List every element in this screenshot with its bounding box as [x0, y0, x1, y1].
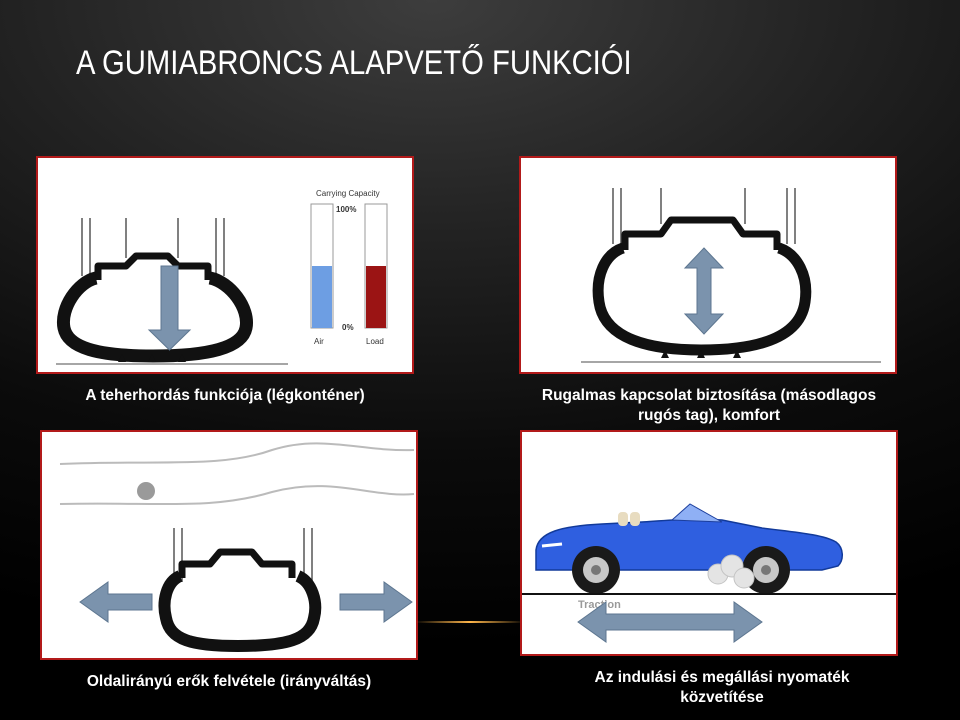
- air-bar-fill: [312, 266, 332, 328]
- caption-traction-line1: Az indulási és megállási nyomaték: [594, 669, 850, 686]
- driver-head: [618, 512, 628, 526]
- caption-spring-line1: Rugalmas kapcsolat biztosítása (másodlag…: [541, 387, 877, 404]
- caption-traction: Az indulási és megállási nyomaték közvet…: [520, 668, 924, 708]
- caption-spring-comfort: Rugalmas kapcsolat biztosítása (másodlag…: [504, 386, 914, 426]
- load-bar-fill: [366, 266, 386, 328]
- traction-label: Traction: [578, 599, 621, 611]
- caption-load-carrying: A teherhordás funkciója (légkonténer): [85, 387, 365, 404]
- gauge-top-label: 100%: [336, 205, 356, 214]
- caption-spring-line2: rugós tag), komfort: [637, 407, 781, 424]
- tire-spring-illustration: [581, 188, 881, 363]
- lateral-arrow-left-icon: [79, 581, 153, 623]
- car-traction-illustration: Traction: [522, 503, 896, 643]
- air-bar-label: Air: [314, 337, 324, 346]
- panel-load-carrying: Carrying Capacity 100% 0% Air Load: [36, 156, 414, 374]
- obstacle-dot-icon: [137, 482, 155, 500]
- lateral-arrow-right-icon: [339, 581, 413, 623]
- gauge-bottom-label: 0%: [342, 323, 354, 332]
- load-bar-label: Load: [366, 337, 384, 346]
- panel-lateral-forces: [40, 430, 418, 660]
- gauge-title: Carrying Capacity: [316, 189, 380, 198]
- traction-arrow-horizontal-icon: [577, 601, 763, 643]
- load-arrow-down-icon: [147, 265, 192, 351]
- slide-title: A GUMIABRONCS ALAPVETŐ FUNKCIÓI: [76, 44, 632, 82]
- caption-traction-line2: közvetítése: [680, 689, 764, 706]
- panel-spring-comfort: [519, 156, 897, 374]
- passenger-head: [630, 512, 640, 526]
- caption-lateral-forces: Oldalirányú erők felvétele (irányváltás): [86, 673, 372, 690]
- spring-arrow-vertical-icon: [683, 247, 725, 335]
- separator-glow: [415, 621, 525, 623]
- wheel-smoke: [707, 554, 755, 589]
- tire-lateral-illustration: [59, 442, 415, 653]
- car-windshield: [670, 503, 723, 523]
- panel-traction: Traction: [520, 430, 898, 656]
- tire-load-illustration: Carrying Capacity 100% 0% Air Load: [56, 189, 388, 365]
